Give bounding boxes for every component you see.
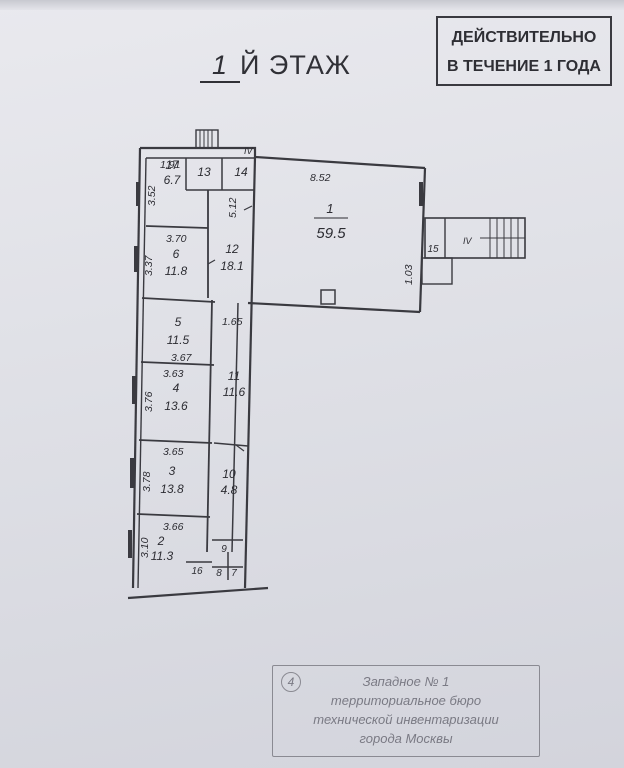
room-5-number: 5 bbox=[175, 315, 182, 329]
dim-14: 1.03 bbox=[403, 264, 415, 285]
dim-8: 3.63 bbox=[163, 368, 184, 380]
room-7-number: 7 bbox=[231, 568, 237, 579]
floor-label: Й ЭТАЖ bbox=[240, 50, 351, 80]
room-2-number: 2 bbox=[157, 534, 165, 548]
dim-1: 1.91 bbox=[160, 159, 180, 171]
room-17-number: 17 bbox=[165, 158, 180, 172]
room-17-area: 6.7 bbox=[164, 173, 182, 187]
dim-9: 3.76 bbox=[143, 391, 155, 412]
bureau-stamp-line-3: технической инвентаризации bbox=[313, 712, 499, 727]
dim-3: 3.52 bbox=[146, 185, 158, 206]
room-13-number: 13 bbox=[197, 165, 211, 179]
dim-7: 3.67 bbox=[171, 352, 193, 364]
dim-2: 8.52 bbox=[310, 172, 331, 184]
room-11-area: 11.6 bbox=[223, 385, 246, 399]
room-1-area: 59.5 bbox=[316, 225, 346, 242]
room-3-number: 3 bbox=[169, 464, 176, 478]
bureau-stamp: 4 Западное № 1 территориальное бюро техн… bbox=[272, 665, 540, 757]
dim-11: 3.78 bbox=[141, 471, 153, 492]
dim-13: 3.10 bbox=[139, 537, 151, 558]
room-9-number: 9 bbox=[221, 544, 227, 555]
room-10-number: 10 bbox=[222, 467, 236, 481]
dim-4: 3.70 bbox=[166, 233, 187, 245]
dimension-labels: 1.91 8.52 3.52 3.70 3.37 1.65 3.67 3.63 … bbox=[139, 159, 415, 558]
room-12-area: 18.1 bbox=[220, 259, 243, 273]
room-6-number: 6 bbox=[173, 247, 180, 261]
plan-walls bbox=[127, 129, 526, 600]
room-1-number: 1 bbox=[326, 201, 333, 216]
paper-top-edge bbox=[0, 0, 624, 10]
bureau-stamp-number: 4 bbox=[281, 672, 301, 692]
dim-12: 3.66 bbox=[163, 521, 184, 533]
stair-mark-right: IV bbox=[463, 236, 473, 246]
dim-15: 5.12 bbox=[227, 197, 239, 218]
validity-line-2: В ТЕЧЕНИЕ 1 ГОДА bbox=[447, 58, 601, 75]
room-15-number: 15 bbox=[427, 244, 439, 255]
room-12-number: 12 bbox=[225, 242, 239, 256]
dim-5: 3.37 bbox=[143, 254, 155, 276]
bureau-stamp-line-1: Западное № 1 bbox=[362, 674, 450, 689]
room-labels: 1 59.5 12 18.1 6 11.8 6.7 17 13 14 5 11.… bbox=[151, 158, 439, 579]
room-4-area: 13.6 bbox=[164, 399, 188, 413]
room-4-number: 4 bbox=[173, 381, 180, 395]
room-11-number: 11 bbox=[228, 369, 240, 383]
room-16-number: 16 bbox=[191, 566, 203, 577]
room-10-area: 4.8 bbox=[221, 483, 238, 497]
room-2-area: 11.3 bbox=[151, 549, 174, 563]
dim-6: 1.65 bbox=[222, 316, 243, 328]
validity-stamp: ДЕЙСТВИТЕЛЬНО В ТЕЧЕНИЕ 1 ГОДА bbox=[436, 16, 612, 86]
validity-line-1: ДЕЙСТВИТЕЛЬНО bbox=[451, 29, 597, 46]
room-14-number: 14 bbox=[234, 165, 248, 179]
floor-number: 1 bbox=[200, 50, 240, 83]
stair-marks: IV IV bbox=[244, 146, 473, 246]
bureau-stamp-line-4: города Москвы bbox=[359, 731, 453, 746]
room-3-area: 13.8 bbox=[160, 482, 184, 496]
room-8-number: 8 bbox=[216, 568, 222, 579]
room-6-area: 11.8 bbox=[165, 264, 188, 278]
bureau-stamp-line-2: территориальное бюро bbox=[330, 693, 482, 708]
room-5-area: 11.5 bbox=[167, 333, 190, 347]
dim-10: 3.65 bbox=[163, 446, 184, 458]
stair-mark-top: IV bbox=[244, 146, 254, 156]
